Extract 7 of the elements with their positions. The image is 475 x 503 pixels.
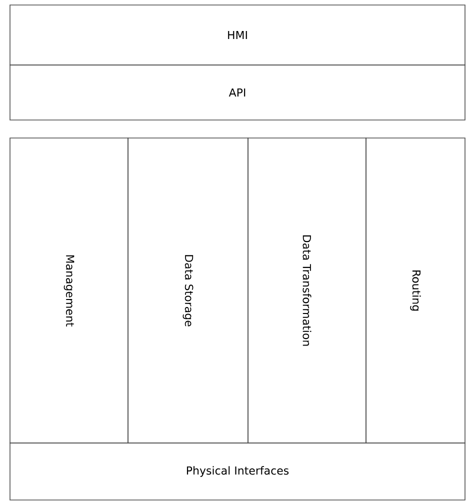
layer-box: API [10, 64, 466, 120]
layer-box: Physical Interfaces [10, 442, 466, 500]
layer-box: Data Transformation [248, 138, 366, 444]
layer-box: Data Storage [128, 138, 248, 444]
layer-box: Routing [366, 138, 466, 444]
layer-box: HMI [10, 4, 466, 66]
layer-box: Management [10, 138, 128, 444]
